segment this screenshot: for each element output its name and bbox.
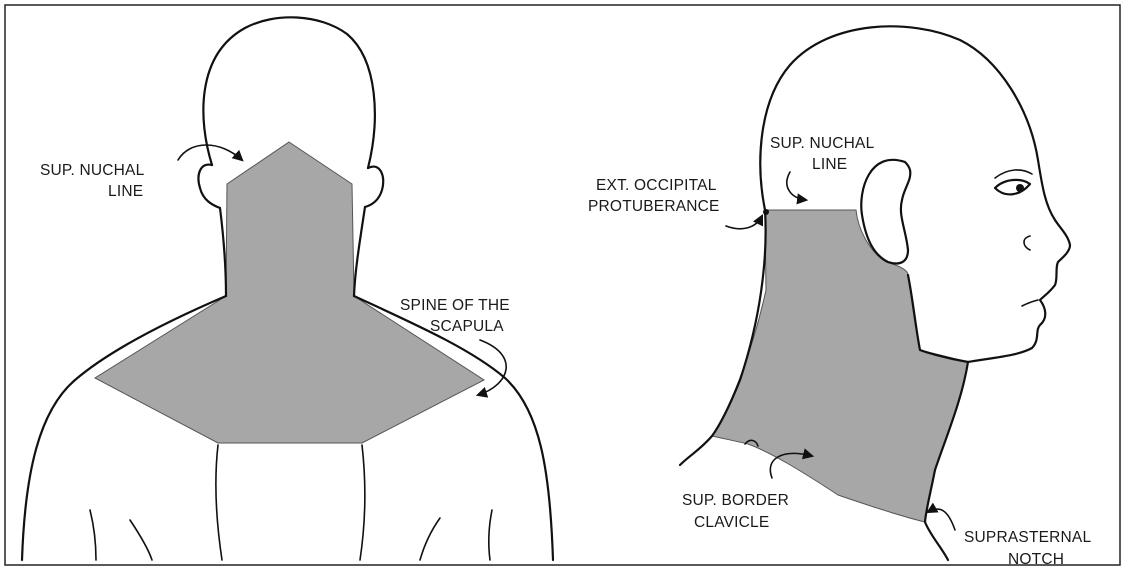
posterior-back-line-left xyxy=(216,445,222,560)
lateral-eyebrow xyxy=(995,170,1032,178)
posterior-arm-crease-left xyxy=(90,510,96,560)
lateral-pupil xyxy=(1016,184,1024,192)
lateral-ext-occipital-arrow xyxy=(726,216,762,229)
lateral-sup-nuchal-arrow xyxy=(787,172,806,200)
lateral-mouth xyxy=(1022,300,1038,306)
lateral-view: SUP. NUCHAL LINE EXT. OCCIPITAL PROTUBER… xyxy=(588,26,1095,568)
posterior-neck-left xyxy=(220,208,226,296)
posterior-spine-of-scapula-label: SPINE OF THE SCAPULA xyxy=(400,297,514,335)
posterior-shaded-region xyxy=(95,142,484,443)
lateral-occipital-point xyxy=(763,209,769,215)
lateral-ext-occipital-label: EXT. OCCIPITAL PROTUBERANCE xyxy=(588,177,720,215)
figure-frame xyxy=(5,5,1120,565)
posterior-back-line-right xyxy=(360,445,365,560)
lateral-chest-front xyxy=(925,522,948,560)
lateral-sup-border-clavicle-label: SUP. BORDER CLAVICLE xyxy=(682,492,794,531)
posterior-scapula-line-right xyxy=(420,518,440,560)
posterior-scapula-line-left xyxy=(130,520,152,560)
posterior-sup-nuchal-line-label: SUP. NUCHAL LINE xyxy=(40,162,148,200)
lateral-nostril xyxy=(1024,236,1030,250)
lateral-eye xyxy=(995,180,1030,194)
posterior-arm-crease-right xyxy=(489,510,492,560)
lateral-head-outline xyxy=(760,26,1038,210)
posterior-view: SUP. NUCHAL LINE SPINE OF THE SCAPULA xyxy=(22,17,553,560)
lateral-suprasternal-notch-arrow xyxy=(928,509,955,530)
lateral-suprasternal-notch-label: SUPRASTERNAL NOTCH xyxy=(964,529,1095,568)
posterior-left-ear xyxy=(199,165,221,208)
posterior-neck-right xyxy=(354,207,365,296)
posterior-right-ear xyxy=(365,167,383,207)
lateral-sup-nuchal-line-label: SUP. NUCHAL LINE xyxy=(770,135,878,173)
lateral-shaded-region xyxy=(712,210,968,522)
